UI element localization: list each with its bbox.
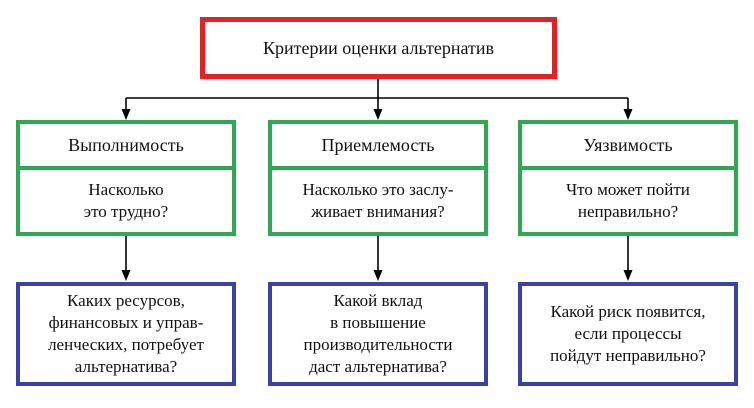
title-box: Критерии оценки альтернатив xyxy=(200,17,557,79)
criterion-box-acceptability: Приемлемость Насколько это заслу- живает… xyxy=(268,120,488,236)
criterion-question-vulnerability: Что может пойти неправильно? xyxy=(566,180,690,221)
outcome-box-vulnerability: Какой риск появится, если процессы пойду… xyxy=(518,282,738,386)
title-text: Критерии оценки альтернатив xyxy=(262,37,495,58)
criterion-box-vulnerability: Уязвимость Что может пойти неправильно? xyxy=(518,120,738,236)
criterion-question-acceptability: Насколько это заслу- живает внимания? xyxy=(302,180,454,221)
criterion-question-feasibility: Насколько это трудно? xyxy=(83,180,169,221)
criterion-box-feasibility: Выполнимость Насколько это трудно? xyxy=(16,120,236,236)
criterion-header-vulnerability: Уязвимость xyxy=(522,124,734,170)
criterion-header-feasibility: Выполнимость xyxy=(20,124,232,170)
outcome-box-acceptability: Какой вклад в повышение производительнос… xyxy=(268,282,488,386)
outcome-box-feasibility: Каких ресурсов, финансовых и управ- ленч… xyxy=(16,282,236,386)
criterion-header-acceptability: Приемлемость xyxy=(272,124,484,170)
